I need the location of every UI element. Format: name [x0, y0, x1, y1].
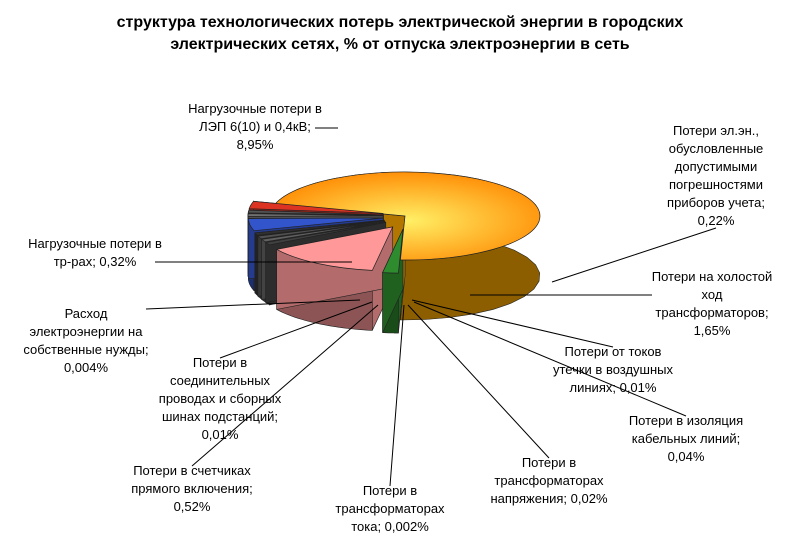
slice-label-4-line-1: кабельных линий; [631, 431, 741, 446]
slice-label-0-line-1: ЛЭП 6(10) и 0,4кВ; [199, 119, 311, 134]
slice-label-8-line-1: соединительных [169, 373, 271, 388]
pie-slice-7 [247, 217, 384, 232]
slice-label-1-line-1: обусловленные [668, 141, 764, 156]
leader-line-7 [191, 304, 379, 467]
slice-label-4: Потери в изоляция кабельных линий; 0,04% [601, 412, 771, 466]
leader-line-4 [413, 301, 687, 417]
slice-label-6-line-1: трансформаторах [335, 501, 445, 516]
slice-label-2-line-0: Потери на холостой [651, 269, 773, 284]
slice-label-8-line-4: 0,01% [201, 427, 239, 442]
slice-label-2-line-3: 1,65% [693, 323, 731, 338]
pie-slice-10 [248, 200, 384, 214]
slice-label-7-line-0: Потери в счетчиках [133, 463, 251, 478]
pie-slice-8 [247, 213, 384, 217]
slice-label-9: Расход электроэнергии на собственные нужды… [1, 305, 171, 377]
pie-top-faces [247, 171, 541, 274]
slice-label-5: Потери в трансформаторах напряжения; 0,02% [464, 454, 634, 508]
leader-line-5 [407, 304, 550, 459]
slice-label-8: Потери в соединительных проводах и сборных… [135, 354, 305, 444]
slice-label-4-line-2: 0,04% [667, 449, 705, 464]
pie-slice-1 [382, 228, 404, 274]
slice-label-5-line-0: Потери в [521, 455, 577, 470]
slice-label-0-line-2: 8,95% [236, 137, 274, 152]
slice-label-4-line-0: Потери в изоляция [628, 413, 744, 428]
chart-title-line-2: электрических сетях, % от отпуска электр… [170, 36, 630, 53]
slice-label-10-line-0: Нагрузочные потери в [28, 236, 162, 251]
slice-label-3-line-0: Потери от токов [564, 344, 662, 359]
slice-label-2: Потери на холостой ход трансформаторов; 1,6… [627, 268, 797, 340]
slice-label-8-line-3: шинах подстанций; [161, 409, 279, 424]
chart-title-line-1: структура технологических потерь электри… [116, 14, 684, 31]
pie-slice-6 [254, 219, 385, 236]
slice-label-9-line-0: Расход [64, 306, 108, 321]
slice-label-1-line-3: погрешностями [668, 177, 763, 192]
slice-label-7-line-2: 0,52% [173, 499, 211, 514]
slice-label-1: Потери эл.эн., обусловленные допустимыми по… [631, 122, 800, 230]
chart-title: структура технологических потерь электри… [0, 12, 800, 56]
slice-label-7: Потери в счетчиках прямого включения; 0,52… [107, 462, 277, 516]
slice-label-1-line-0: Потери эл.эн., [672, 123, 759, 138]
slice-label-1-line-4: приборов учета; [667, 195, 765, 210]
slice-label-7-line-1: прямого включения; [131, 481, 253, 496]
slice-label-6: Потери в трансформаторах тока; 0,002% [305, 482, 475, 536]
slice-label-1-line-2: допустимыми [674, 159, 758, 174]
slice-label-2-line-1: ход [701, 287, 723, 302]
slice-label-5-line-2: напряжения; 0,02% [490, 491, 608, 506]
pie-slice-2 [275, 226, 394, 271]
slice-label-5-line-1: трансформаторах [494, 473, 604, 488]
slice-label-10-line-1: тр-рах; 0,32% [53, 254, 137, 269]
pie-slice-3 [264, 222, 386, 246]
slice-label-3-line-1: утечки в воздушных [552, 362, 673, 377]
slice-label-10: Нагрузочные потери в тр-рах; 0,32% [10, 235, 180, 271]
slice-label-3-line-2: линиях; 0,01% [569, 380, 657, 395]
slice-label-8-line-0: Потери в [192, 355, 248, 370]
pie-slice-9 [247, 209, 384, 216]
leader-line-9 [145, 299, 361, 310]
slice-label-9-line-1: электроэнергии на [29, 324, 143, 339]
slice-label-0: Нагрузочные потери в ЛЭП 6(10) и 0,4кВ; 8,… [170, 100, 340, 154]
slice-label-8-line-2: проводах и сборных [158, 391, 282, 406]
slice-label-9-line-3: 0,004% [63, 360, 109, 375]
leader-line-6 [389, 304, 405, 487]
slice-label-2-line-2: трансформаторов; [655, 305, 769, 320]
slice-label-3: Потери от токов утечки в воздушных линиях;… [528, 343, 698, 397]
leader-line-8 [219, 301, 373, 359]
slice-label-6-line-2: тока; 0,002% [351, 519, 429, 534]
pie-slice-0 [274, 171, 541, 261]
pie-slice-5 [257, 220, 385, 240]
leader-lines [145, 127, 717, 487]
slice-label-6-line-0: Потери в [362, 483, 418, 498]
leader-line-1 [551, 227, 717, 283]
leader-line-3 [411, 299, 614, 348]
pie-slice-4 [260, 221, 386, 243]
slice-label-0-line-0: Нагрузочные потери в [188, 101, 322, 116]
slice-label-9-line-2: собственные нужды; [23, 342, 149, 357]
slice-label-1-line-5: 0,22% [697, 213, 735, 228]
